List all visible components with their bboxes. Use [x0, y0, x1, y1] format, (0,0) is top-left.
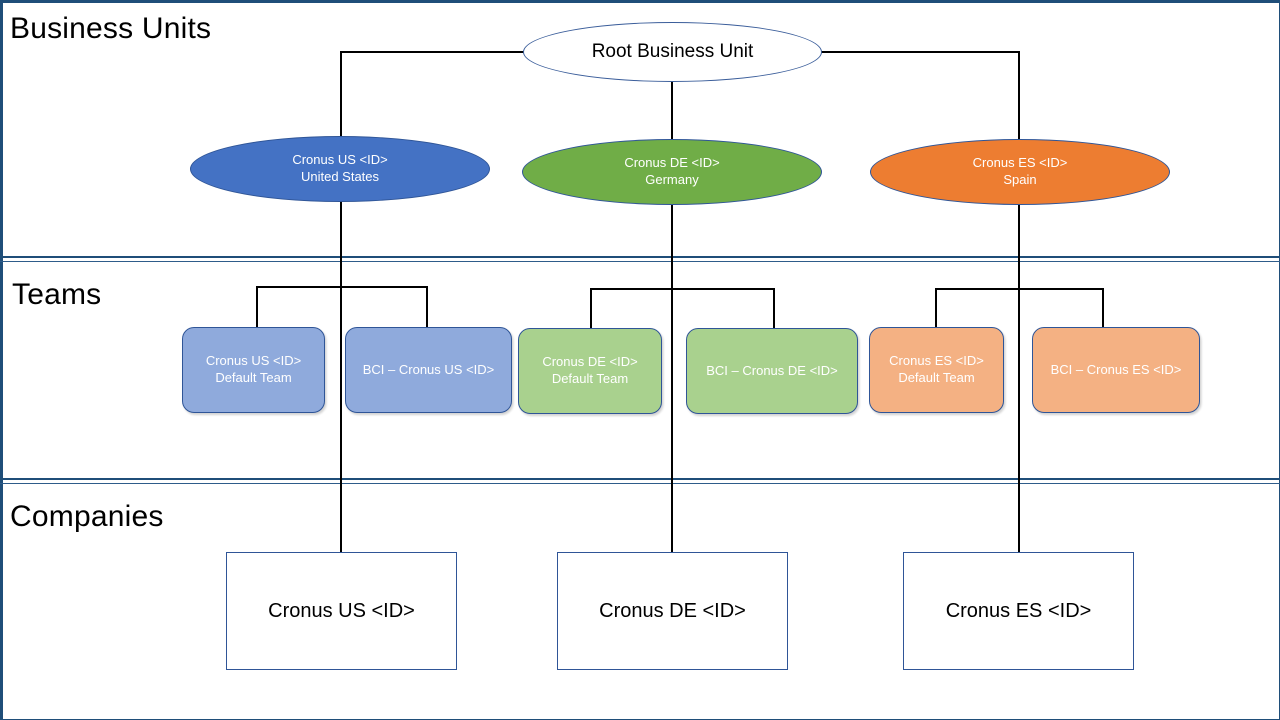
node-team-de-bci[interactable]: BCI – Cronus DE <ID> [686, 328, 858, 414]
connector-root-to-us-horizontal [341, 51, 525, 53]
connector-de-team-default-drop [590, 288, 592, 330]
node-team-es-default[interactable]: Cronus ES <ID> Default Team [869, 327, 1004, 413]
node-business-unit-es-line2: Spain [1003, 172, 1037, 187]
node-team-de-default-text: Cronus DE <ID> Default Team [542, 354, 637, 388]
node-team-us-default-line1: Cronus US <ID> [205, 353, 302, 369]
slide-border-top [0, 0, 1280, 3]
divider-teams-companies [0, 478, 1280, 480]
connector-root-to-es-horizontal [819, 51, 1020, 53]
node-business-unit-es-text: Cronus ES <ID> Spain [973, 155, 1068, 188]
trunk-line-de [671, 79, 673, 552]
connector-us-team-default-drop [256, 286, 258, 328]
node-team-us-bci[interactable]: BCI – Cronus US <ID> [345, 327, 512, 413]
divider-business-units-teams [0, 256, 1280, 258]
connector-es-team-default-drop [935, 288, 937, 330]
node-business-unit-es-line1: Cronus ES <ID> [972, 155, 1068, 171]
trunk-line-es [1018, 51, 1020, 552]
node-business-unit-de-text: Cronus DE <ID> Germany [624, 155, 719, 188]
node-company-es[interactable]: Cronus ES <ID> [903, 552, 1134, 670]
node-business-unit-us-line1: Cronus US <ID> [292, 152, 388, 168]
node-business-unit-es[interactable]: Cronus ES <ID> Spain [870, 139, 1170, 205]
node-company-es-label: Cronus ES <ID> [945, 599, 1092, 622]
node-team-us-default[interactable]: Cronus US <ID> Default Team [182, 327, 325, 413]
node-team-us-default-line2: Default Team [215, 370, 292, 385]
band-label-business-units: Business Units [10, 12, 212, 45]
band-label-teams: Teams [12, 278, 102, 311]
node-team-de-default-line2: Default Team [551, 371, 629, 386]
band-label-companies: Companies [10, 500, 164, 533]
node-company-de[interactable]: Cronus DE <ID> [557, 552, 788, 670]
node-company-us-label: Cronus US <ID> [268, 599, 415, 622]
node-team-es-bci[interactable]: BCI – Cronus ES <ID> [1032, 327, 1200, 413]
node-team-es-default-line2: Default Team [898, 370, 975, 385]
divider-business-units-teams-secondary [0, 261, 1280, 262]
node-root-business-unit[interactable]: Root Business Unit [523, 22, 822, 82]
connector-us-teams-horizontal [257, 286, 427, 288]
node-company-de-label: Cronus DE <ID> [599, 599, 746, 622]
connector-de-teams-horizontal [591, 288, 774, 290]
node-team-de-bci-label: BCI – Cronus DE <ID> [706, 362, 838, 378]
node-team-us-bci-label: BCI – Cronus US <ID> [362, 361, 495, 377]
node-team-es-default-text: Cronus ES <ID> Default Team [889, 353, 984, 387]
node-team-de-default[interactable]: Cronus DE <ID> Default Team [518, 328, 662, 414]
connector-es-team-bci-drop [1102, 288, 1104, 330]
connector-de-team-bci-drop [773, 288, 775, 330]
node-business-unit-de-line1: Cronus DE <ID> [624, 155, 720, 171]
trunk-line-us [340, 51, 342, 552]
node-root-business-unit-label: Root Business Unit [591, 40, 754, 62]
node-team-us-default-text: Cronus US <ID> Default Team [206, 353, 301, 387]
node-business-unit-us[interactable]: Cronus US <ID> United States [190, 136, 490, 202]
connector-es-teams-horizontal [936, 288, 1103, 290]
divider-teams-companies-secondary [0, 483, 1280, 484]
connector-us-team-bci-drop [426, 286, 428, 328]
node-team-de-default-line1: Cronus DE <ID> [542, 354, 638, 370]
node-company-us[interactable]: Cronus US <ID> [226, 552, 457, 670]
node-business-unit-de[interactable]: Cronus DE <ID> Germany [522, 139, 822, 205]
node-team-es-default-line1: Cronus ES <ID> [889, 353, 984, 369]
slide-border-left [0, 0, 3, 720]
node-business-unit-de-line2: Germany [645, 172, 699, 187]
node-business-unit-us-text: Cronus US <ID> United States [292, 152, 387, 185]
node-team-es-bci-label: BCI – Cronus ES <ID> [1050, 361, 1182, 377]
node-business-unit-us-line2: United States [300, 169, 380, 184]
